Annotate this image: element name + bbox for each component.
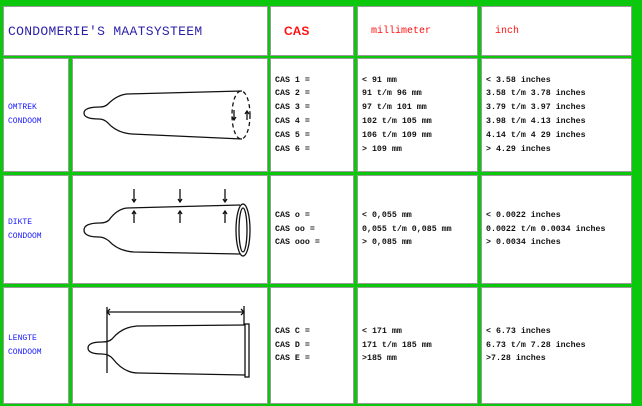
inch-value: 3.58 t/m 3.78 inches [486,89,586,99]
cas-value: CAS 1 = [275,75,310,85]
mm-value: > 109 mm [362,144,402,154]
inch-cell: < 0.0022 inches 0.0022 t/m 0.0034 inches… [481,175,632,284]
inch-value: >7.28 inches [486,354,546,364]
mm-value: < 171 mm [362,326,402,336]
cas-cell: CAS 1 = CAS 2 = CAS 3 = CAS 4 = CAS 5 = … [270,58,354,172]
condom-thickness-drawing [72,175,268,284]
mm-value: < 0,055 mm [362,210,412,220]
inch-value: 3.98 t/m 4.13 inches [486,117,586,126]
mm-value: 106 t/m 109 mm [362,130,432,140]
mm-cell: < 171 mm 171 t/m 185 mm >185 mm [357,287,478,404]
cas-value: CAS 6 = [275,144,310,154]
header-mm-cell: millimeter [357,6,478,56]
cas-value: CAS 2 = [275,89,310,99]
inch-value: < 0.0022 inches [486,210,561,220]
condom-length-drawing [72,287,268,404]
row-label-omtrek: OMTREK CONDOOM [3,58,69,172]
label-line: CONDOOM [8,347,42,357]
label-line: CONDOOM [8,117,42,126]
header-inch-cell: inch [481,6,632,56]
header-cas: CAS [284,24,310,38]
label-line: LENGTE [8,333,37,343]
inch-value: 6.73 t/m 7.28 inches [486,340,586,350]
header-title-cell: CONDOMERIE'S MAATSYSTEEM [3,6,268,56]
cas-cell: CAS o = CAS oo = CAS ooo = [270,175,354,284]
label-line: DIKTE [8,217,33,227]
header-millimeter: millimeter [371,25,432,37]
inch-cell: < 3.58 inches 3.58 t/m 3.78 inches 3.79 … [481,58,632,172]
inch-value: < 6.73 inches [486,326,551,336]
cas-value: CAS D = [275,340,310,350]
mm-value: > 0,085 mm [362,238,412,248]
row-label-dikte: DIKTE CONDOOM [3,175,69,284]
mm-value: 0,055 t/m 0,085 mm [362,224,452,234]
cas-value: CAS 5 = [275,130,310,140]
cas-value: CAS oo = [275,224,315,234]
mm-value: 171 t/m 185 mm [362,340,432,350]
mm-value: >185 mm [362,354,397,364]
cas-value: CAS ooo = [275,238,320,248]
mm-value: < 91 mm [362,75,397,85]
mm-value: 102 t/m 105 mm [362,117,432,126]
inch-value: > 4.29 inches [486,144,551,154]
header-inch: inch [495,25,520,37]
inch-value: 4.14 t/m 4 29 inches [486,130,586,140]
page-title: CONDOMERIE'S MAATSYSTEEM [8,23,203,39]
mm-value: 91 t/m 96 mm [362,89,422,99]
cas-value: CAS o = [275,210,310,220]
row-label-lengte: LENGTE CONDOOM [3,287,69,404]
header-cas-cell: CAS [270,6,354,56]
label-line: OMTREK [8,103,37,112]
label-line: CONDOOM [8,231,42,241]
cas-value: CAS 3 = [275,103,310,113]
mm-cell: < 91 mm 91 t/m 96 mm 97 t/m 101 mm 102 t… [357,58,478,172]
mm-cell: < 0,055 mm 0,055 t/m 0,085 mm > 0,085 mm [357,175,478,284]
cas-value: CAS C = [275,326,310,336]
inch-value: 3.79 t/m 3.97 inches [486,103,586,113]
cas-cell: CAS C = CAS D = CAS E = [270,287,354,404]
inch-value: 0.0022 t/m 0.0034 inches [486,224,606,234]
condom-circumference-drawing [72,58,268,172]
cas-value: CAS 4 = [275,117,310,126]
inch-cell: < 6.73 inches 6.73 t/m 7.28 inches >7.28… [481,287,632,404]
inch-value: < 3.58 inches [486,75,551,85]
cas-value: CAS E = [275,354,310,364]
inch-value: > 0.0034 inches [486,238,561,248]
mm-value: 97 t/m 101 mm [362,103,427,113]
